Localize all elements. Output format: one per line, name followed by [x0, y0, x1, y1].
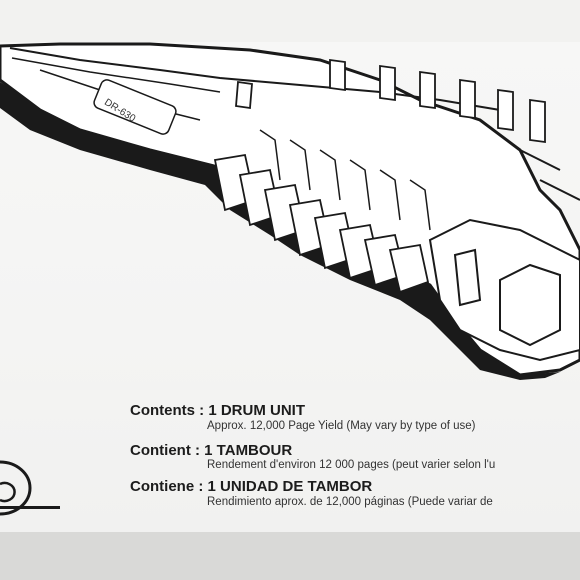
drum-cylinder-icon [0, 460, 32, 516]
heading-en: Contents [130, 402, 195, 419]
comb-top-fins [259, 129, 431, 231]
heading-es: Contiene [130, 478, 195, 495]
heading-fr: Contient [130, 442, 191, 459]
contents-line-es: Contiene : 1 UNIDAD DE TAMBOR [130, 478, 373, 495]
detail-en: Approx. 12,000 Page Yield (May vary by t… [207, 420, 476, 432]
item-es: 1 UNIDAD DE TAMBOR [207, 478, 373, 495]
contents-line-en: Contents : 1 DRUM UNIT [130, 402, 306, 419]
detail-fr: Rendement d'environ 12 000 pages (peut v… [207, 459, 496, 471]
box-top-edge [0, 0, 580, 42]
end-cap [428, 149, 580, 362]
top-teeth [235, 58, 546, 144]
item-fr: 1 TAMBOUR [204, 442, 293, 459]
detail-es: Rendimiento aprox. de 12,000 páginas (Pu… [207, 496, 493, 508]
contents-line-fr: Contient : 1 TAMBOUR [130, 442, 293, 459]
box-shadow-bottom [0, 532, 580, 580]
item-en: 1 DRUM UNIT [208, 402, 306, 419]
drum-unit-illustration [0, 42, 580, 380]
model-plate [93, 79, 177, 135]
comb-ribs [213, 153, 430, 294]
icon-base-line [0, 506, 60, 509]
